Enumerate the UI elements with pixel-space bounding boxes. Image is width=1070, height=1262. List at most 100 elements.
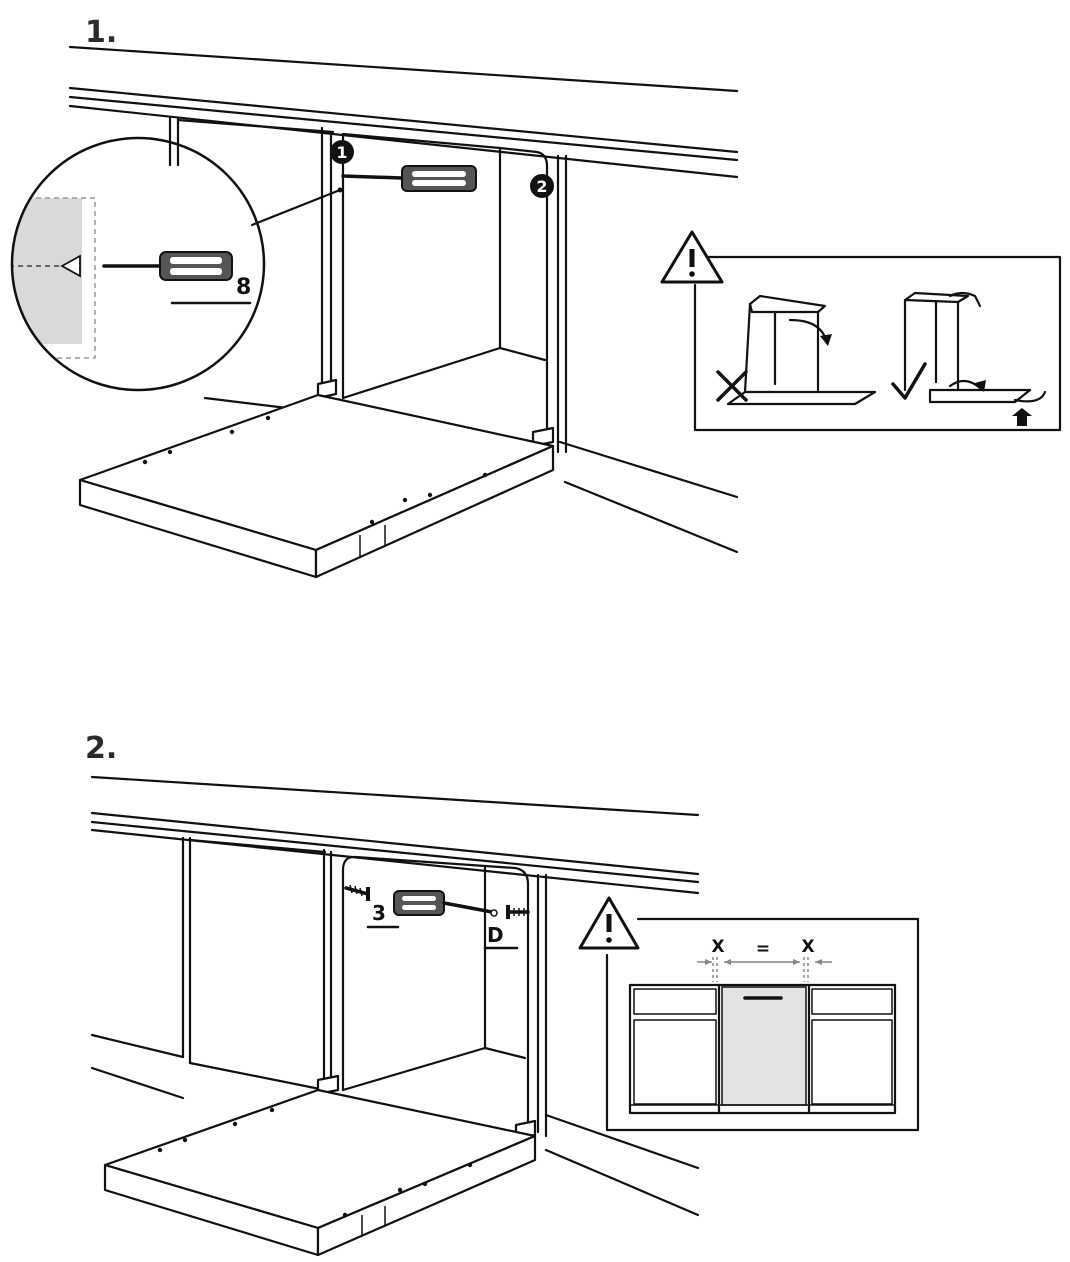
check-icon [891,362,927,400]
screwdriver-2 [393,890,498,917]
cabinet-drawer-left [633,988,717,1015]
right-cabinet-edge [536,873,548,1138]
detail-screw-count: 8 [236,275,251,300]
appliance-top [903,291,970,304]
niche-left-wall [320,126,333,395]
handle-grip [170,268,222,275]
step-1-illustration: 1 2 8 [10,45,1062,579]
step-1-number: 1. [85,15,117,50]
callout-2-number: 2 [536,177,547,196]
base-panel-slot [359,525,386,558]
screwdriver-handle [393,890,445,916]
panel-hole [232,1121,238,1127]
screwdriver-1 [341,165,477,192]
arrow-head [975,380,986,392]
handle-grip [412,171,466,177]
callout-1-badge [330,140,354,164]
countertop-back-edge [90,775,700,817]
cabinet-door-left [633,1019,717,1105]
panel-hole [482,472,488,478]
mounting-clip-left [316,378,338,400]
panel-hole [427,492,433,498]
base-panel-holes [142,415,488,525]
screw-head [366,887,370,901]
screw-tip [490,909,498,917]
wrong-method-illustration [716,294,877,406]
panel-hole [422,1181,428,1187]
niche-right-frame [483,864,530,1132]
detail-leader-line [250,188,342,227]
dimension-equals: = [756,939,770,959]
warning-triangle-icon [660,230,724,284]
left-cabinet-plinth [90,1033,327,1100]
kitchen-front-view [628,983,897,1115]
left-cabinet-edge [181,836,192,1065]
step-2-number: 2. [85,731,117,766]
dimension-arrow-heads [705,959,822,965]
handle-grip [412,180,466,186]
left-cabinet-top [176,118,335,134]
handle-grip [402,896,436,901]
door-arrow [948,379,982,390]
arrow-head [820,334,832,346]
callout-2-badge [530,174,554,198]
screwdriver-shaft [341,174,404,180]
base-panel-side [316,1134,537,1257]
appliance-top [748,294,827,314]
dimension-arrows [697,957,832,982]
detail-screw-tip [60,254,81,278]
callout-2: 2 [530,174,554,198]
dimension-left-label: X [711,937,724,957]
cross-icon [716,370,748,402]
niche-right-frame [498,146,549,436]
countertop-back-edge [68,45,739,93]
open-door [928,388,1032,404]
panel-hole [402,497,408,503]
warning-triangle-icon [578,896,640,950]
right-cabinet-plinth [558,440,739,554]
warning-panel-2: X = X [578,896,920,1132]
detail-target-point [337,187,343,193]
magnified-detail: 8 [10,136,266,392]
left-cabinet-top [188,838,327,854]
dishwasher-front [721,986,807,1106]
handle-grip [402,905,436,910]
warning-panel-frame [693,255,1062,432]
panel-hole [182,1137,188,1143]
countertop-front-edge [68,86,739,179]
niche-back-wall [341,855,487,1050]
niche-edges [717,983,811,1115]
right-cabinet-plinth [544,1113,700,1217]
right-method-illustration [891,291,1047,426]
panel-hole [369,519,375,525]
detail-hidden-edge [12,197,96,359]
screw-thread [513,908,525,916]
screw-thread [349,884,363,897]
detail-screwdriver-handle [159,251,233,281]
screw-right-icon [506,905,530,919]
handle-grip [170,257,222,264]
up-arrow-icon [1012,408,1032,426]
panel-hole [397,1187,403,1193]
dimension-ticks [712,957,809,982]
appliance-body [903,298,960,392]
hand-top [948,291,982,308]
screwdriver-handle [401,165,477,192]
panel-hole [265,415,271,421]
base-panel-slot [361,1206,386,1236]
base-panel-side [314,444,555,579]
callout-1-number: 1 [336,143,347,162]
cabinet-door-right [811,1019,893,1105]
tilt-arrow [788,318,828,342]
niche-left-wall [322,848,333,1087]
panel-hole [167,449,173,455]
warning-panel-1 [660,230,1062,432]
panel-hole [142,459,148,465]
cabinet-drawer-right [811,988,893,1015]
panel-hole [229,429,235,435]
panel-hole [269,1107,275,1113]
part-label: D [487,923,504,947]
screwdriver-shaft [442,901,494,914]
right-cabinet-edge [556,154,568,454]
